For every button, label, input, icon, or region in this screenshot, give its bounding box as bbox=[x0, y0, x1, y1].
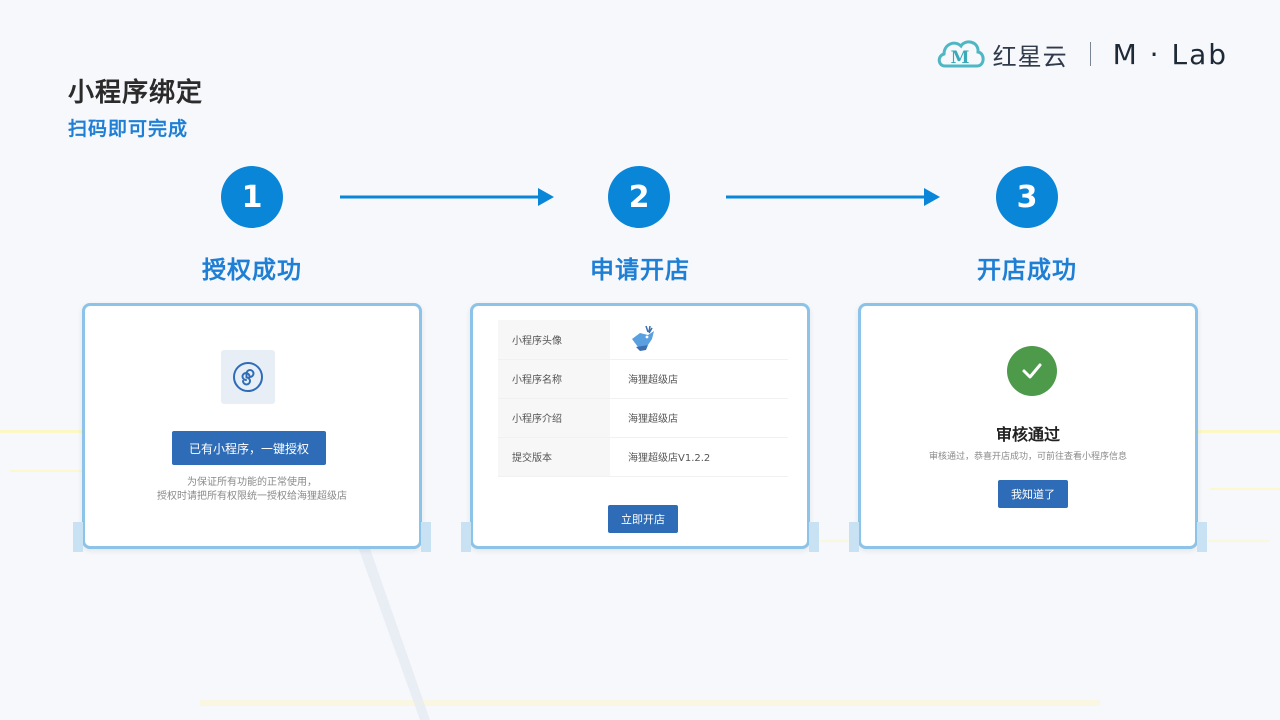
table-row: 小程序名称 海狸超级店 bbox=[498, 359, 788, 399]
arrow-right-icon bbox=[340, 188, 554, 206]
card-apply-shop: 小程序头像 小程序名称 海狸超级店 小程序介绍 海狸超级店 提交版本 海狸超级店… bbox=[461, 303, 819, 552]
review-passed-note: 审核通过，恭喜开店成功，可前往查看小程序信息 bbox=[928, 452, 1127, 462]
step-3-circle: 3 bbox=[996, 166, 1058, 228]
row-value: 海狸超级店 bbox=[610, 398, 788, 438]
step-1-title: 授权成功 bbox=[202, 256, 302, 284]
table-row: 小程序头像 bbox=[498, 320, 788, 360]
authorize-note-line2: 授权时请把所有权限统一授权给海狸超级店 bbox=[157, 491, 347, 502]
authorize-button[interactable]: 已有小程序，一键授权 bbox=[172, 431, 326, 465]
brand-separator bbox=[1089, 42, 1091, 66]
row-key: 小程序介绍 bbox=[498, 398, 610, 438]
step-1-circle: 1 bbox=[221, 166, 283, 228]
card-edge-decoration bbox=[809, 522, 819, 552]
row-key: 小程序名称 bbox=[498, 359, 610, 399]
card-shop-success: 审核通过 审核通过，恭喜开店成功，可前往查看小程序信息 我知道了 bbox=[849, 303, 1207, 552]
row-key: 小程序头像 bbox=[498, 320, 610, 360]
card-edge-decoration bbox=[73, 522, 83, 552]
step-2-title: 申请开店 bbox=[590, 256, 690, 284]
cloud-m-logo-icon: M bbox=[937, 40, 985, 68]
authorize-note: 为保证所有功能的正常使用， 授权时请把所有权限统一授权给海狸超级店 bbox=[105, 476, 399, 504]
page-title: 小程序绑定 bbox=[68, 78, 204, 108]
beaver-avatar-icon bbox=[632, 325, 654, 351]
review-passed-title: 审核通过 bbox=[995, 425, 1060, 444]
open-shop-button[interactable]: 立即开店 bbox=[608, 505, 678, 533]
brand: M 红星云 M · Lab bbox=[935, 34, 1228, 74]
row-key: 提交版本 bbox=[498, 437, 610, 477]
brand-lab: M · Lab bbox=[1112, 37, 1228, 71]
mini-program-icon bbox=[221, 350, 275, 404]
step-3-title: 开店成功 bbox=[977, 256, 1077, 284]
got-it-button[interactable]: 我知道了 bbox=[998, 480, 1068, 508]
card-authorize: 已有小程序，一键授权 为保证所有功能的正常使用， 授权时请把所有权限统一授权给海… bbox=[73, 303, 431, 552]
row-value: 海狸超级店 bbox=[610, 359, 788, 399]
arrow-right-icon bbox=[726, 188, 940, 206]
page-subtitle: 扫码即可完成 bbox=[68, 118, 189, 140]
brand-name: 红星云 bbox=[992, 42, 1068, 71]
row-value-avatar bbox=[610, 320, 788, 360]
svg-text:M: M bbox=[950, 48, 969, 68]
card-edge-decoration bbox=[1197, 522, 1207, 552]
table-row: 提交版本 海狸超级店V1.2.2 bbox=[498, 437, 788, 477]
card-edge-decoration bbox=[421, 522, 431, 552]
card-edge-decoration bbox=[461, 522, 471, 552]
mini-program-info-table: 小程序头像 小程序名称 海狸超级店 小程序介绍 海狸超级店 提交版本 海狸超级店… bbox=[498, 320, 788, 477]
authorize-note-line1: 为保证所有功能的正常使用， bbox=[187, 477, 317, 488]
row-value: 海狸超级店V1.2.2 bbox=[610, 437, 788, 477]
table-row: 小程序介绍 海狸超级店 bbox=[498, 398, 788, 438]
card-edge-decoration bbox=[849, 522, 859, 552]
check-icon bbox=[1007, 346, 1057, 396]
step-2-circle: 2 bbox=[608, 166, 670, 228]
